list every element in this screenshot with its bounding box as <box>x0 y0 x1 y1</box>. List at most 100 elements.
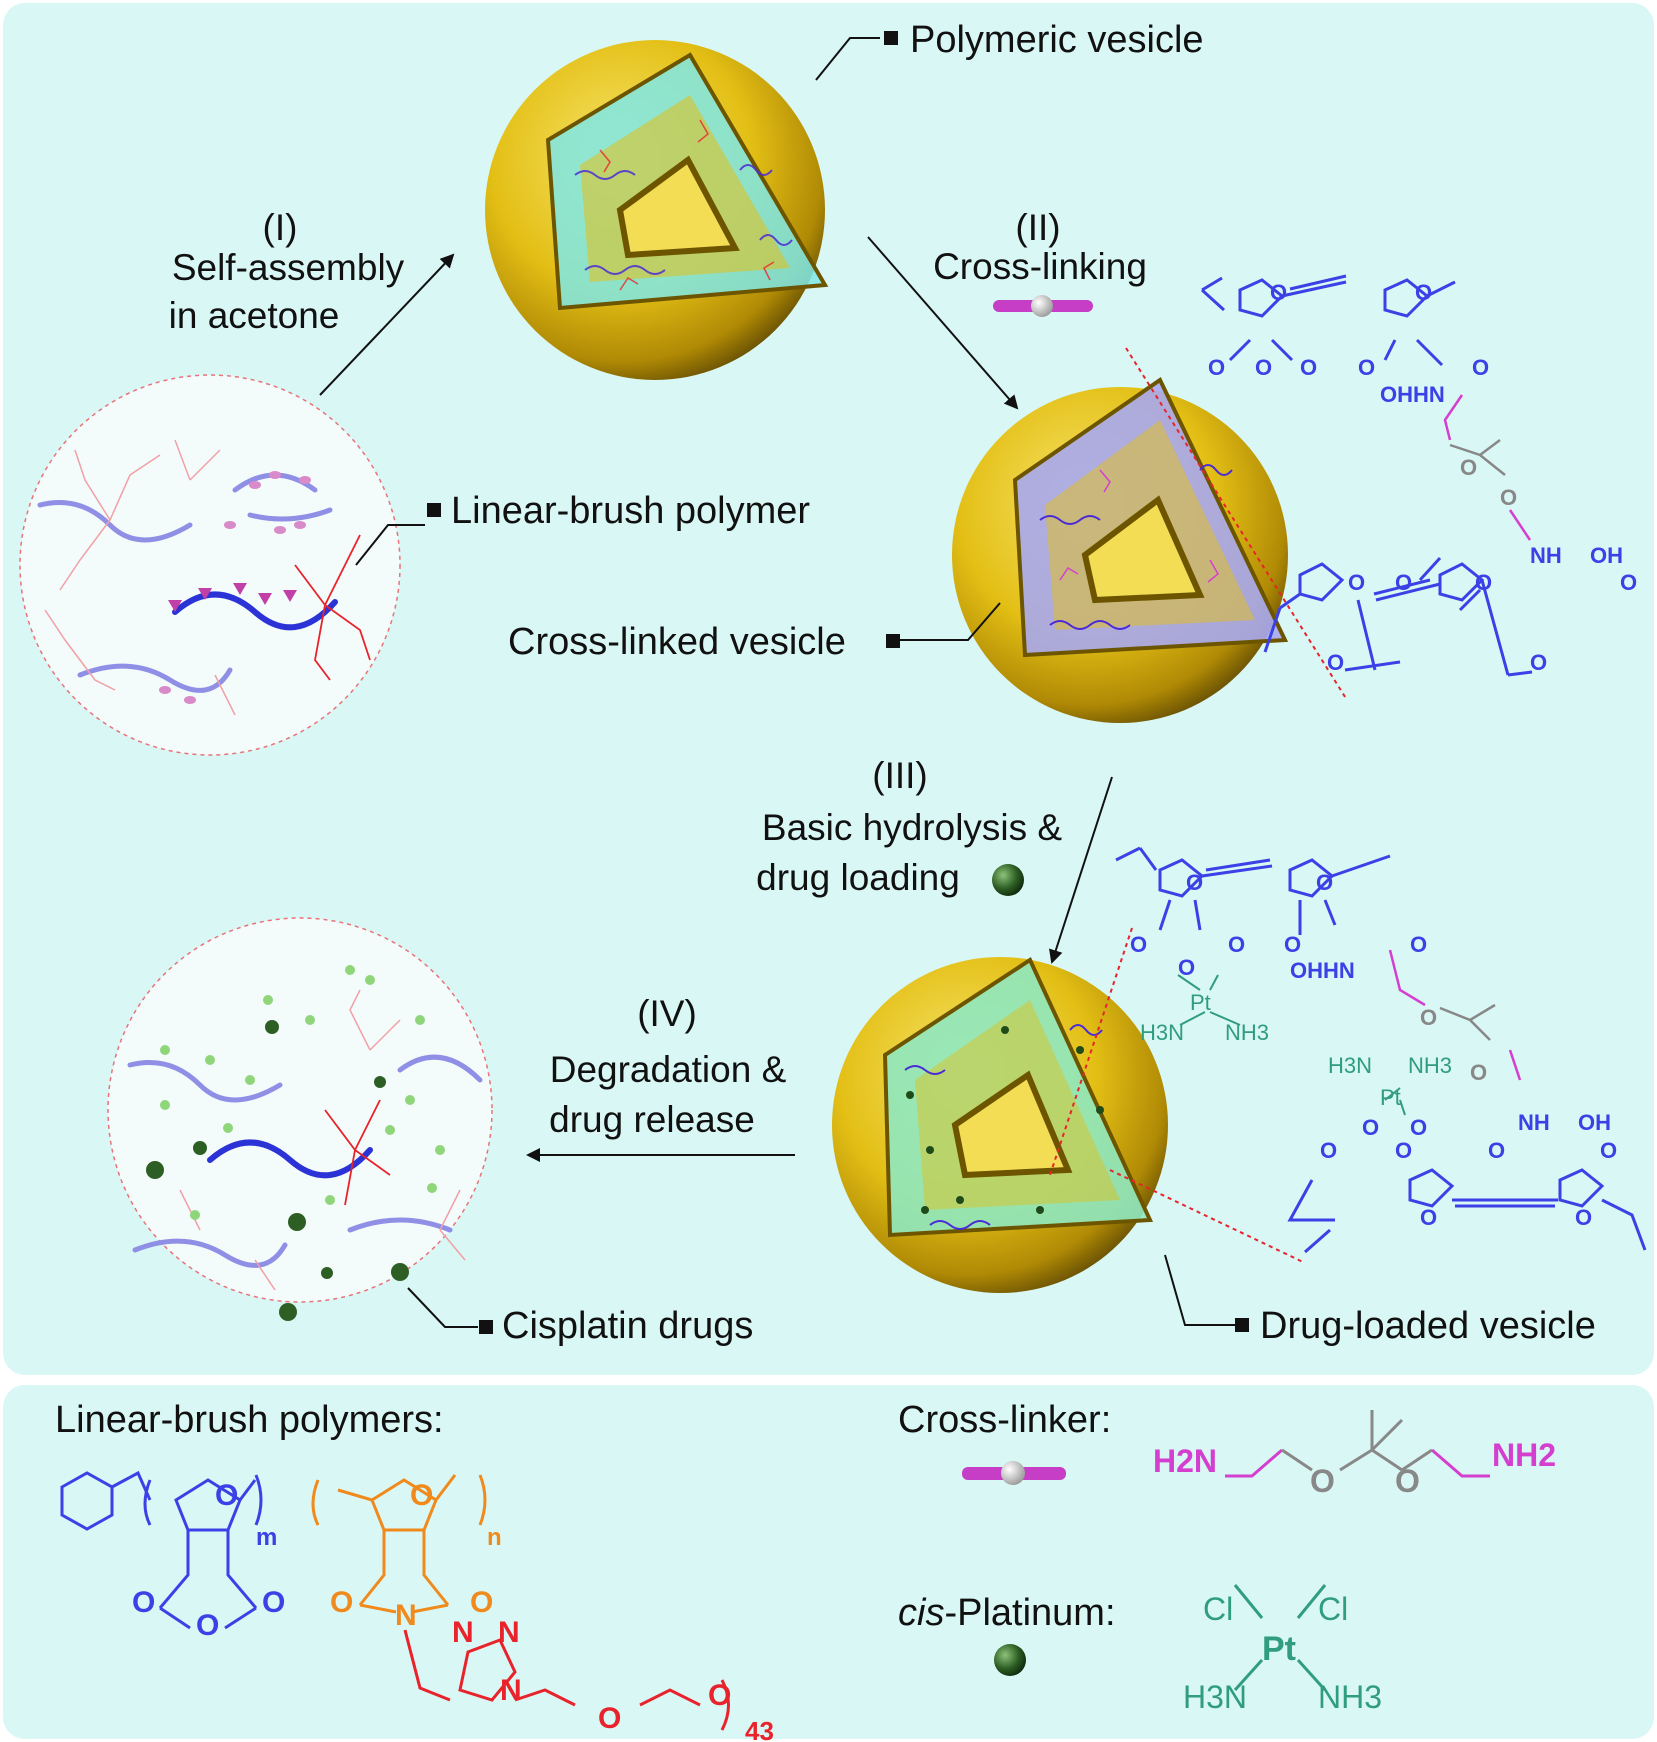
subscript-m: m <box>256 1524 277 1551</box>
svg-text:N: N <box>498 1616 520 1649</box>
svg-text:H3N: H3N <box>1140 1020 1184 1045</box>
step-3: (III) Basic hydrolysis & drug loading <box>756 755 1062 898</box>
svg-text:O: O <box>1228 932 1245 957</box>
svg-text:O: O <box>1420 1005 1437 1030</box>
svg-text:(III): (III) <box>872 755 927 796</box>
svg-text:O: O <box>1395 1463 1420 1499</box>
svg-text:O: O <box>1208 355 1225 380</box>
svg-text:O: O <box>1320 1138 1337 1163</box>
svg-text:O: O <box>1410 932 1427 957</box>
svg-text:O: O <box>1284 932 1301 957</box>
svg-text:O: O <box>132 1586 155 1619</box>
label-cross-linked-vesicle: Cross-linked vesicle <box>508 621 846 663</box>
callout-lines <box>355 31 1249 1334</box>
svg-text:Pt: Pt <box>1380 1085 1401 1110</box>
svg-text:O: O <box>1395 570 1412 595</box>
svg-text:O: O <box>196 1609 219 1642</box>
svg-text:Self-assembly: Self-assembly <box>172 247 405 288</box>
svg-text:H3N: H3N <box>1183 1679 1247 1715</box>
svg-text:OH: OH <box>1590 543 1623 568</box>
crosslinker-ball-icon <box>1031 295 1053 317</box>
svg-text:O: O <box>1420 1205 1437 1230</box>
label-drug-loaded-vesicle: Drug-loaded vesicle <box>1260 1305 1596 1347</box>
legend-cis-platinum: cis-Platinum: Cl Cl Pt H3N NH3 <box>898 1584 1382 1715</box>
legend-panel <box>3 1385 1654 1739</box>
svg-text:N: N <box>395 1599 417 1632</box>
svg-text:O: O <box>1178 955 1195 980</box>
svg-text:Cl: Cl <box>1318 1591 1348 1627</box>
svg-text:O: O <box>1395 1138 1412 1163</box>
svg-text:O: O <box>1270 280 1287 305</box>
svg-text:H3N: H3N <box>1328 1053 1372 1078</box>
svg-text:O: O <box>215 1479 238 1512</box>
svg-text:O: O <box>1186 870 1203 895</box>
svg-text:O: O <box>410 1479 433 1512</box>
subscript-43: 43 <box>745 1716 774 1742</box>
svg-text:O: O <box>1415 280 1432 305</box>
svg-text:O: O <box>708 1679 731 1712</box>
svg-text:Degradation &: Degradation & <box>550 1049 787 1090</box>
legend-cross-linker: Cross-linker: H2N O O NH2 <box>898 1399 1556 1499</box>
svg-text:O: O <box>1470 1060 1487 1085</box>
linear-brush-polymer-circle <box>19 374 401 756</box>
svg-text:O: O <box>1575 1205 1592 1230</box>
label-linear-brush-polymer: Linear-brush polymer <box>451 490 810 532</box>
svg-text:NH3: NH3 <box>1318 1679 1382 1715</box>
svg-text:O: O <box>1316 870 1333 895</box>
svg-text:N: N <box>500 1674 522 1707</box>
svg-text:NH: NH <box>1518 1110 1550 1135</box>
svg-text:O: O <box>1358 355 1375 380</box>
svg-text:NH: NH <box>1530 543 1562 568</box>
svg-text:O: O <box>262 1586 285 1619</box>
legend-crosslinker-ball-icon <box>1001 1461 1025 1485</box>
svg-text:O: O <box>470 1586 493 1619</box>
svg-text:O: O <box>1600 1138 1617 1163</box>
label-polymeric-vesicle: Polymeric vesicle <box>910 19 1204 61</box>
step-4: (IV) Degradation & drug release <box>549 993 786 1140</box>
legend-drug-ball-icon <box>994 1644 1026 1676</box>
svg-text:O: O <box>598 1702 621 1735</box>
step-2: (II) Cross-linking <box>933 207 1147 317</box>
subscript-n: n <box>487 1524 502 1551</box>
svg-text:O: O <box>1300 355 1317 380</box>
legend-polymers-title: Linear-brush polymers: <box>55 1399 444 1441</box>
crosslinker-h2n: H2N <box>1153 1443 1217 1479</box>
svg-text:drug loading: drug loading <box>756 857 960 898</box>
polymeric-vesicle-graphic <box>485 40 829 380</box>
svg-text:drug release: drug release <box>549 1099 755 1140</box>
cut-lines <box>1049 347 1348 1263</box>
legend-crosslinker-title: Cross-linker: <box>898 1399 1111 1441</box>
svg-text:OHHN: OHHN <box>1380 382 1445 407</box>
legend-linear-brush-polymers: Linear-brush polymers: m n 43 <box>55 1399 774 1742</box>
svg-text:O: O <box>1410 1115 1427 1140</box>
svg-text:cis-Platinum:: cis-Platinum: <box>898 1592 1116 1634</box>
svg-text:O: O <box>1130 932 1147 957</box>
svg-text:O: O <box>1460 455 1477 480</box>
svg-text:Pt: Pt <box>1190 990 1211 1015</box>
svg-text:O: O <box>1327 650 1344 675</box>
svg-text:(I): (I) <box>263 207 298 248</box>
svg-text:O: O <box>1310 1463 1335 1499</box>
svg-text:O: O <box>1500 485 1517 510</box>
drug-release-circle <box>107 917 493 1321</box>
cross-linked-structure: O O O O O O OHHN O O O NH OH O O O O O O <box>1200 274 1637 677</box>
svg-text:O: O <box>1472 355 1489 380</box>
svg-text:Pt: Pt <box>1262 1630 1296 1668</box>
label-cisplatin-drugs: Cisplatin drugs <box>502 1305 753 1347</box>
svg-text:O: O <box>1255 355 1272 380</box>
svg-text:NH3: NH3 <box>1225 1020 1269 1045</box>
svg-text:O: O <box>330 1586 353 1619</box>
svg-text:NH3: NH3 <box>1408 1053 1452 1078</box>
svg-text:OHHN: OHHN <box>1290 958 1355 983</box>
process-arrows <box>319 236 1113 1162</box>
svg-text:in acetone: in acetone <box>169 295 340 336</box>
crosslinker-nh2: NH2 <box>1492 1437 1556 1473</box>
svg-text:Basic hydrolysis &: Basic hydrolysis & <box>762 807 1063 848</box>
legend-cis-suffix: -Platinum: <box>944 1592 1115 1634</box>
svg-text:(IV): (IV) <box>637 993 697 1034</box>
drug-loaded-structure: O O O O O O OHHN O Pt H3N NH3 O O H3N NH… <box>1115 846 1647 1254</box>
svg-text:O: O <box>1620 570 1637 595</box>
svg-text:O: O <box>1488 1138 1505 1163</box>
svg-text:(II): (II) <box>1015 207 1060 248</box>
